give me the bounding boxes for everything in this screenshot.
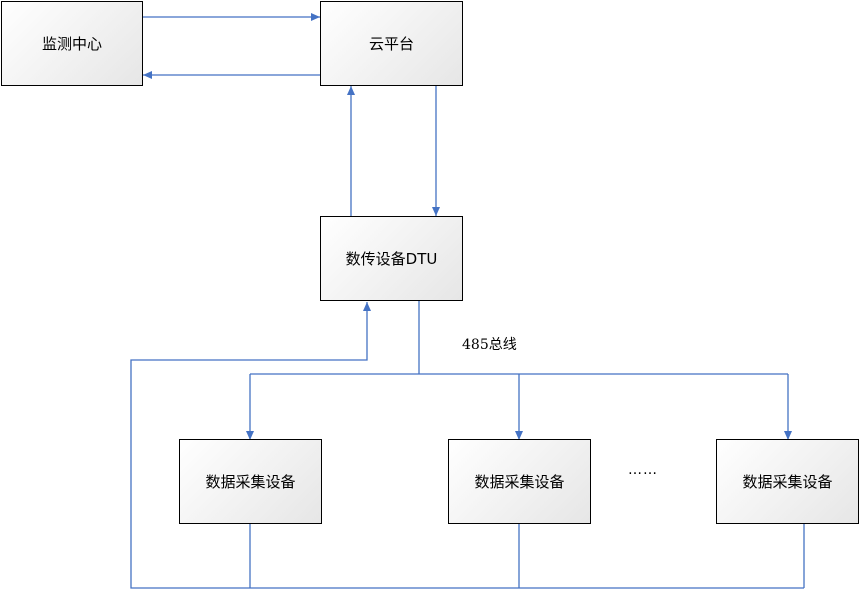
monitor-center-label: 监测中心 bbox=[41, 35, 102, 53]
monitor-center-box: 监测中心 bbox=[1, 1, 143, 86]
collector-label-1: 数据采集设备 bbox=[205, 473, 296, 491]
return-path-to-dtu bbox=[130, 302, 804, 589]
collector-label-2: 数据采集设备 bbox=[474, 473, 565, 491]
ellipsis-marker: …… bbox=[628, 462, 658, 478]
cloud-platform-label: 云平台 bbox=[368, 35, 414, 53]
collector-label-3: 数据采集设备 bbox=[742, 473, 833, 491]
bus-label: 485总线 bbox=[462, 337, 517, 353]
collector-box-3: 数据采集设备 bbox=[716, 439, 859, 524]
cloud-platform-box: 云平台 bbox=[320, 1, 463, 86]
collector-box-2: 数据采集设备 bbox=[448, 439, 591, 524]
dtu-box: 数传设备DTU bbox=[320, 216, 463, 301]
collector-box-1: 数据采集设备 bbox=[179, 439, 322, 524]
dtu-label: 数传设备DTU bbox=[345, 250, 438, 268]
